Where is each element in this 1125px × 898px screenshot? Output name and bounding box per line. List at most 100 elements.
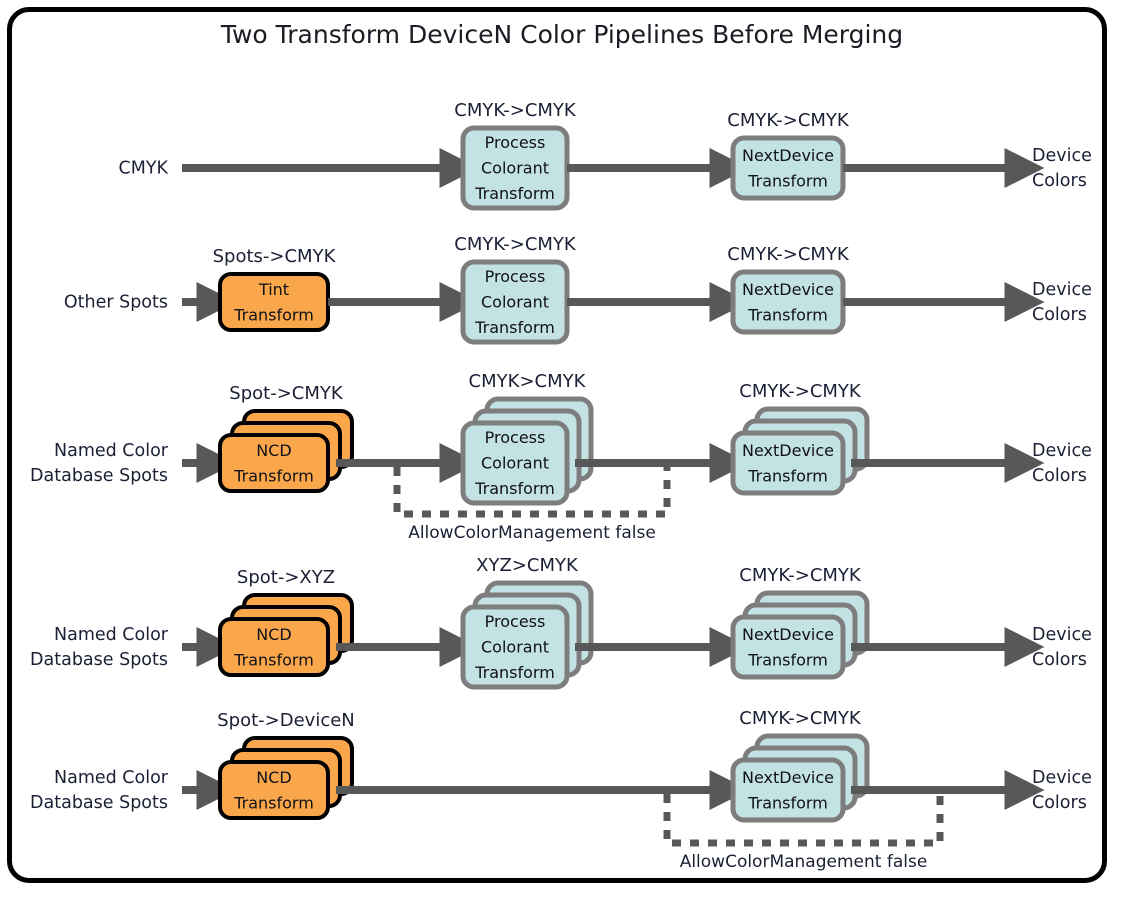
row-cmyk-source-label: CMYK (119, 159, 169, 179)
row-ncd-xyz-output-label-line: Colors (1032, 650, 1087, 670)
row-cmyk-process-colorant-transform-edge-label: CMYK->CMYK (454, 100, 577, 121)
row-ncd-devicen-bypass-dashed-path (663, 794, 944, 847)
row-ncd-devicen-bypass-label: AllowColorManagement false (680, 852, 928, 872)
row-cmyk-nextdevice-transform-label-line: NextDevice (742, 146, 834, 165)
row-other-spots-process-colorant-transform-label-line: Colorant (481, 293, 549, 312)
row-ncd-xyz-source-label-line: Named Color (54, 625, 169, 645)
row-ncd-cmyk-ncd-transform-edge-label: Spot->CMYK (229, 383, 344, 404)
row-other-spots-nextdevice-transform-label-line: Transform (747, 305, 828, 324)
row-other-spots: Other SpotsTintTransformSpots->CMYKProce… (64, 234, 1092, 345)
row-ncd-cmyk-source-label-line: Database Spots (30, 466, 168, 486)
row-other-spots-process-colorant-transform-edge-label: CMYK->CMYK (454, 234, 577, 255)
row-cmyk-nextdevice-transform-edge-label: CMYK->CMYK (727, 110, 850, 131)
row-other-spots-tint-transform-label-line: Transform (233, 305, 314, 324)
row-ncd-devicen-ncd-transform-edge-label: Spot->DeviceN (217, 710, 355, 731)
row-ncd-xyz-nextdevice-transform-label-line: Transform (747, 650, 828, 669)
row-ncd-devicen-ncd-transform-label-line: Transform (233, 793, 314, 812)
row-ncd-cmyk-source-label-line: Named Color (54, 441, 169, 461)
row-ncd-cmyk-bypass-label: AllowColorManagement false (408, 523, 656, 543)
row-cmyk-nextdevice-transform-label-line: Transform (747, 171, 828, 190)
row-ncd-devicen-output-label-line: Device (1032, 768, 1092, 788)
row-ncd-cmyk-output-label-line: Device (1032, 441, 1092, 461)
row-ncd-devicen-source-label-line: Named Color (54, 768, 169, 788)
row-ncd-xyz-ncd-transform-edge-label: Spot->XYZ (237, 567, 335, 588)
row-other-spots-nextdevice-transform-label-line: NextDevice (742, 280, 834, 299)
page-title: Two Transform DeviceN Color Pipelines Be… (220, 20, 903, 49)
row-ncd-xyz-nextdevice-transform[interactable] (730, 614, 846, 680)
row-other-spots-output-label-line: Colors (1032, 305, 1087, 325)
row-ncd-cmyk-ncd-transform-group: NCD Transform Spot->CMYK (218, 383, 354, 493)
row-ncd-cmyk-bypass-dashed-path (393, 467, 671, 518)
row-ncd-devicen-nextdevice-transform-edge-label: CMYK->CMYK (739, 708, 862, 729)
row-ncd-cmyk-ncd-transform-label: NCD Transform (233, 441, 314, 486)
row-cmyk: CMYKProcessColorantTransformCMYK->CMYKNe… (119, 100, 1092, 211)
row-ncd-xyz-process-colorant-transform[interactable] (460, 604, 570, 690)
row-ncd-xyz-output-label-line: Device (1032, 625, 1092, 645)
row-ncd-xyz-process-colorant-transform-label-line: Colorant (481, 638, 549, 657)
row-cmyk-output-label-line: Device (1032, 146, 1092, 166)
row-other-spots-tint-transform-label-line: Tint (258, 280, 289, 299)
row-ncd-cmyk-process-colorant-transform[interactable] (460, 420, 570, 506)
row-ncd-xyz-nextdevice-transform-label-line: NextDevice (742, 625, 834, 644)
row-other-spots-nextdevice-transform-edge-label: CMYK->CMYK (727, 244, 850, 265)
row-cmyk-process-colorant-transform-label-line: Transform (474, 184, 555, 203)
row-other-spots-tint-transform-edge-label: Spots->CMYK (213, 246, 337, 267)
row-ncd-devicen-ncd-transform[interactable] (218, 760, 330, 820)
row-ncd-devicen-output-label-line: Colors (1032, 793, 1087, 813)
row-ncd-cmyk-process-colorant-transform-edge-label: CMYK>CMYK (469, 371, 587, 392)
row-ncd-cmyk-ncd-transform-label-line: NCD (256, 441, 291, 460)
row-ncd-xyz-process-colorant-transform-label-line: Process (485, 612, 546, 631)
row-ncd-cmyk-process-colorant-transform-label-line: Transform (474, 479, 555, 498)
rows-layer: CMYKProcessColorantTransformCMYK->CMYKNe… (30, 100, 1092, 872)
row-ncd-xyz-ncd-transform[interactable] (218, 617, 330, 677)
row-ncd-cmyk-ncd-transform[interactable] (218, 433, 330, 493)
row-ncd-cmyk-nextdevice-transform[interactable] (730, 430, 846, 496)
row-cmyk-process-colorant-transform-label-line: Colorant (481, 159, 549, 178)
row-other-spots-process-colorant-transform-label-line: Process (485, 267, 546, 286)
row-cmyk-output-label-line: Colors (1032, 171, 1087, 191)
row-ncd-devicen-nextdevice-transform[interactable] (730, 757, 846, 823)
row-ncd-devicen-nextdevice-transform-label-line: Transform (747, 793, 828, 812)
row-ncd-xyz-source-label-line: Database Spots (30, 650, 168, 670)
row-other-spots-output-label-line: Device (1032, 280, 1092, 300)
row-ncd-cmyk-ncd-transform-label-line: Transform (233, 466, 314, 485)
row-ncd-xyz-nextdevice-transform-edge-label: CMYK->CMYK (739, 565, 862, 586)
row-ncd-cmyk-process-colorant-transform-label-line: Process (485, 428, 546, 447)
row-ncd-cmyk-nextdevice-transform-label-line: NextDevice (742, 441, 834, 460)
row-ncd-cmyk-nextdevice-transform-label-line: Transform (747, 466, 828, 485)
row-ncd-xyz-ncd-transform-label-line: NCD (256, 625, 291, 644)
row-cmyk-process-colorant-transform-label-line: Process (485, 133, 546, 152)
row-other-spots-process-colorant-transform-label-line: Transform (474, 318, 555, 337)
row-ncd-xyz-process-colorant-transform-label-line: Transform (474, 663, 555, 682)
row-ncd-xyz-process-colorant-transform-edge-label: XYZ>CMYK (476, 555, 579, 576)
row-ncd-cmyk-output-label-line: Colors (1032, 466, 1087, 486)
